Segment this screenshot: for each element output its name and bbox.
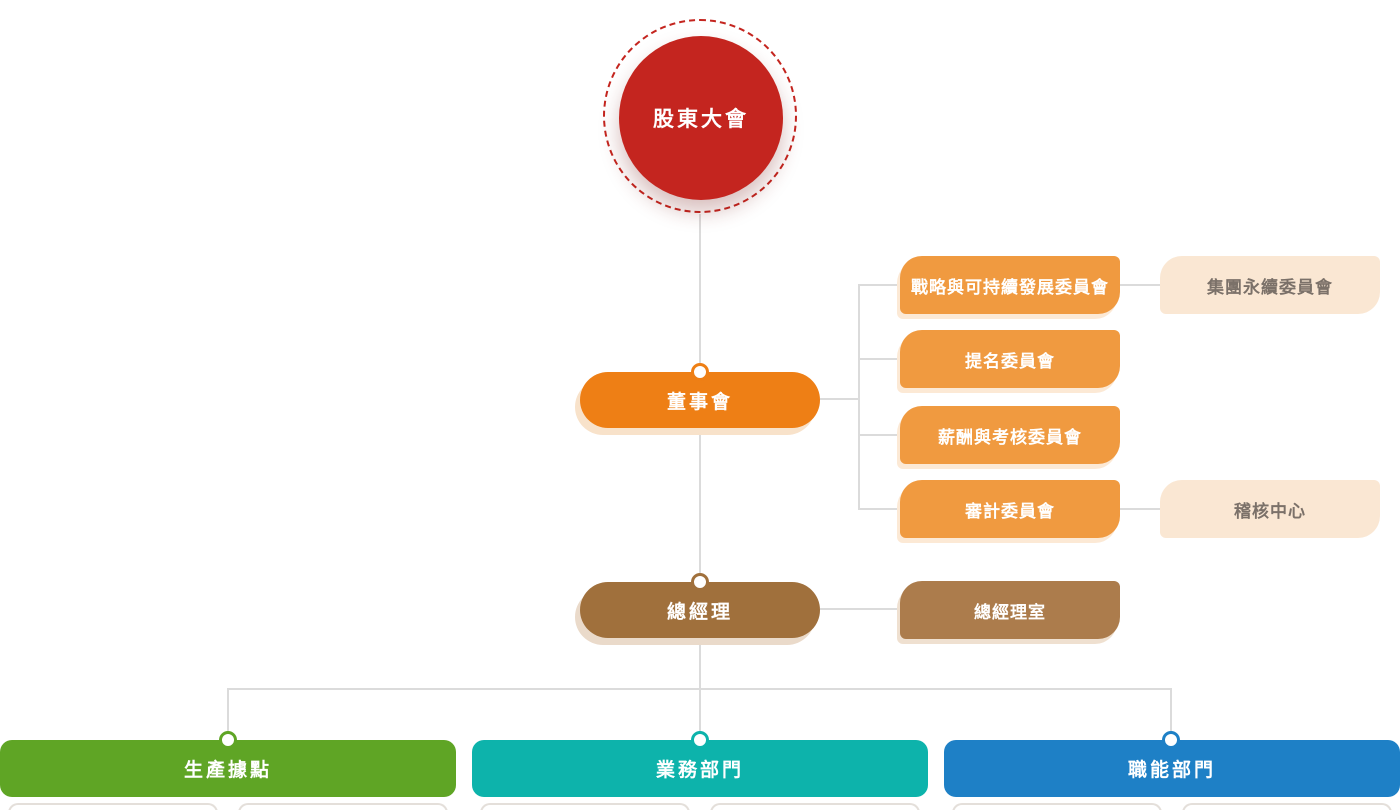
node-shareholders-label: 股東大會: [653, 108, 749, 131]
node-board: 董事會: [580, 372, 820, 428]
connector-committee-spine: [858, 284, 860, 510]
connector-stub-committee-3: [860, 434, 900, 436]
connector-strategy-sub: [1120, 284, 1160, 286]
anchor-dot-gm: [691, 573, 709, 591]
next-row-box: [480, 803, 690, 810]
connector-gm-distributor: [699, 638, 701, 690]
node-committee-strategy: 戰略與可持續發展委員會: [900, 256, 1120, 314]
node-gm: 總經理: [580, 582, 820, 638]
anchor-dot-business: [691, 731, 709, 749]
connector-stub-committee-1: [860, 284, 900, 286]
next-row-box: [710, 803, 920, 810]
connector-shareholders-board: [699, 214, 701, 372]
next-row-box: [238, 803, 448, 810]
node-committee-strategy-label: 戰略與可持續發展委員會: [911, 277, 1109, 297]
shareholders-dashed-ring: [603, 19, 797, 213]
next-row-box: [1182, 803, 1392, 810]
node-committee-nomination-label: 提名委員會: [965, 351, 1055, 371]
node-division-production-label: 生產據點: [183, 760, 272, 781]
node-division-production: 生產據點: [0, 740, 456, 797]
node-committee-audit-label: 審計委員會: [965, 501, 1055, 521]
connector-audit-sub: [1120, 508, 1160, 510]
anchor-dot-board: [691, 363, 709, 381]
node-gm-office: 總經理室: [900, 581, 1120, 639]
node-gm-label: 總經理: [666, 601, 733, 623]
connector-drop-business: [699, 688, 701, 740]
node-committee-nomination: 提名委員會: [900, 330, 1120, 388]
node-committee-compensation: 薪酬與考核委員會: [900, 406, 1120, 464]
node-committee-audit: 審計委員會: [900, 480, 1120, 538]
node-division-functional: 職能部門: [944, 740, 1400, 797]
node-division-business-label: 業務部門: [655, 760, 744, 781]
node-committee-strategy-sub-label: 集團永續委員會: [1207, 277, 1333, 297]
node-committee-strategy-sub: 集團永續委員會: [1160, 256, 1380, 314]
connector-drop-production: [227, 688, 229, 740]
connector-board-spine: [820, 398, 860, 400]
connector-gm-office: [820, 608, 900, 610]
node-division-business: 業務部門: [472, 740, 928, 797]
connector-drop-functional: [1170, 688, 1172, 740]
connector-stub-committee-2: [860, 358, 900, 360]
node-shareholders: 股東大會: [619, 36, 783, 200]
node-gm-office-label: 總經理室: [974, 602, 1046, 622]
next-row-box: [952, 803, 1162, 810]
node-committee-audit-sub-label: 稽核中心: [1234, 501, 1306, 521]
connector-stub-committee-4: [860, 508, 900, 510]
next-row-box: [8, 803, 218, 810]
node-committee-compensation-label: 薪酬與考核委員會: [938, 427, 1082, 447]
node-division-functional-label: 職能部門: [1127, 760, 1216, 781]
anchor-dot-functional: [1162, 731, 1180, 749]
node-board-label: 董事會: [666, 391, 733, 413]
connector-board-gm: [699, 428, 701, 582]
node-committee-audit-sub: 稽核中心: [1160, 480, 1380, 538]
anchor-dot-production: [219, 731, 237, 749]
